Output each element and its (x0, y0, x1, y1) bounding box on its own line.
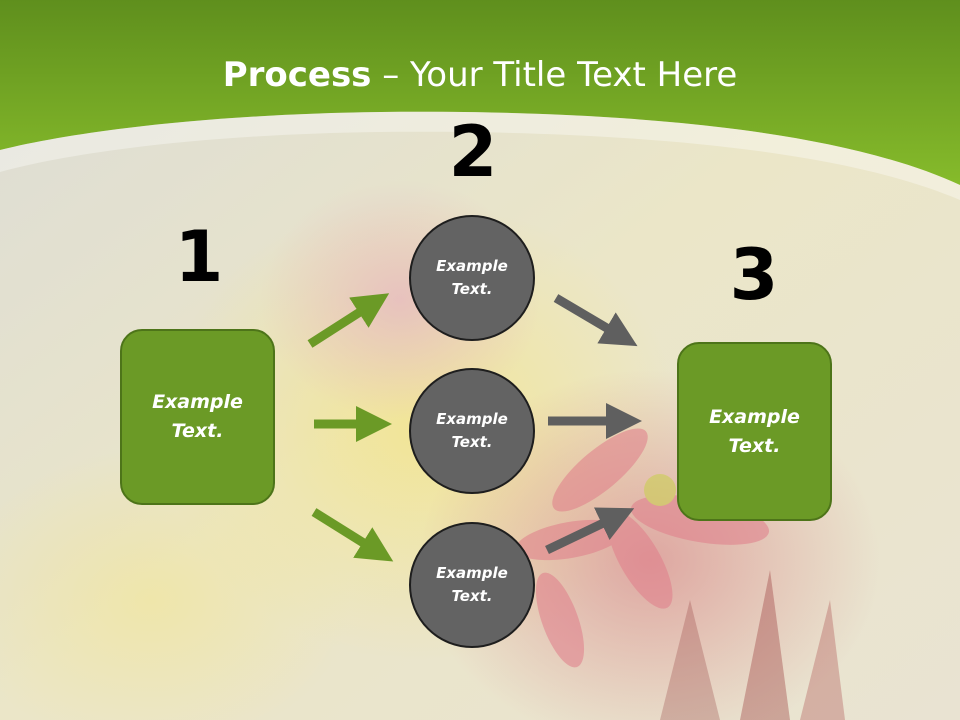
step-3-text: Example Text. (709, 405, 800, 457)
step-2-circle-top-text: Example Text. (436, 257, 508, 298)
step-1-number: 1 (174, 216, 224, 298)
step-2-circle-bottom-text: Example Text. (436, 564, 508, 605)
title-bold: Process (222, 55, 372, 95)
arrow-2c-to-3 (545, 507, 635, 555)
step-1-text: Example Text. (152, 391, 243, 442)
step-1-box[interactable]: Example Text. (120, 329, 275, 505)
step-2-circle-middle[interactable]: Example Text. (409, 368, 535, 494)
step-3-box[interactable]: Example Text. (677, 342, 832, 521)
step-3-number: 3 (729, 234, 779, 316)
step-2-circle-middle-text: Example Text. (436, 410, 508, 451)
step-2-circle-bottom[interactable]: Example Text. (409, 522, 535, 648)
arrow-1-to-2a (307, 293, 390, 348)
step-2-number: 2 (448, 111, 498, 193)
step-2-circle-top[interactable]: Example Text. (409, 215, 535, 341)
arrow-1-to-2c (311, 508, 394, 562)
arrow-2a-to-3 (553, 294, 638, 347)
title-rest: – Your Title Text Here (371, 55, 738, 95)
slide-title: Process – Your Title Text Here (0, 52, 960, 98)
